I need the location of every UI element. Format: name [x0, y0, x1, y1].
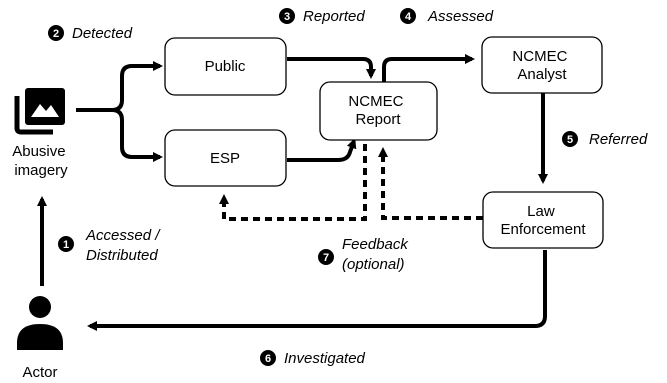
node-public-label: Public: [205, 58, 246, 75]
node-ncmec-analyst-label: NCMEC Analyst: [512, 48, 571, 83]
step-7-badge: [318, 249, 334, 265]
node-esp-box: [164, 129, 287, 187]
step-6-badge: [260, 350, 276, 366]
step-6: 6 Investigated: [260, 350, 366, 367]
node-ncmec-report-label: NCMEC Report: [348, 93, 407, 128]
node-law-enforcement-box: [482, 191, 604, 249]
step-4-badge: [400, 8, 416, 24]
step-1-label: Accessed / Distributed: [85, 227, 164, 264]
node-actor-label: Actor: [22, 364, 57, 381]
person-icon: [17, 296, 63, 350]
node-law-enforcement-label: Law Enforcement: [500, 203, 586, 238]
step-4-label: Assessed: [427, 8, 494, 25]
step-5: 5 Referred: [562, 131, 648, 148]
step-7: 7 Feedback (optional): [318, 236, 412, 273]
node-esp-label: ESP: [210, 150, 240, 167]
edge-feedback-report-to-esp: [219, 144, 367, 221]
node-ncmec-analyst-box: [481, 36, 603, 94]
step-3-label: Reported: [303, 8, 365, 25]
edge-public-to-report: [287, 57, 376, 79]
step-2-badge: [48, 25, 64, 41]
node-public-box: [164, 37, 287, 96]
step-3: 3 Reported: [279, 8, 365, 25]
step-1-number: 1: [63, 239, 69, 251]
step-2-label: Detected: [72, 25, 133, 42]
step-4-number: 4: [405, 11, 412, 23]
edge-feedback-law-to-report: [378, 147, 483, 220]
step-3-badge: [279, 8, 295, 24]
step-5-number: 5: [567, 134, 573, 146]
edge-esp-to-report: [287, 138, 357, 162]
step-1: 1 Accessed / Distributed: [58, 227, 164, 264]
edge-imagery-to-esp: [111, 108, 163, 162]
step-2: 2 Detected: [48, 25, 133, 42]
edge-law-to-actor: [87, 250, 547, 331]
edge-imagery-to-public: [76, 61, 163, 112]
step-6-label: Investigated: [284, 350, 366, 367]
edge-report-to-analyst: [382, 54, 475, 84]
step-6-number: 6: [265, 353, 271, 365]
step-7-number: 7: [323, 252, 329, 264]
image-stack-icon: [14, 88, 65, 135]
step-5-label: Referred: [589, 131, 648, 148]
step-5-badge: [562, 131, 578, 147]
step-2-number: 2: [53, 28, 59, 40]
step-3-number: 3: [284, 11, 290, 23]
node-ncmec-report-box: [319, 81, 438, 141]
step-4: 4 Assessed: [400, 8, 494, 25]
step-7-label: Feedback (optional): [342, 236, 412, 273]
step-1-badge: [58, 236, 74, 252]
node-abusive-imagery-label: Abusive imagery: [12, 143, 70, 179]
